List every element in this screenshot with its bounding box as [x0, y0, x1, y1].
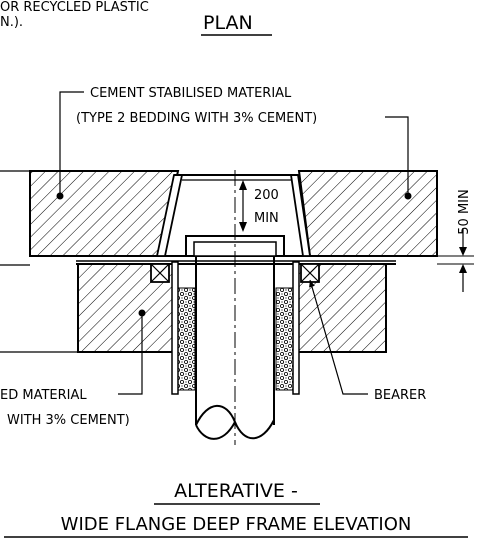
frame-leg-right	[292, 261, 300, 395]
drawing-title-line-1: ALTERATIVE -	[174, 480, 298, 502]
cement-label-top-line-1: CEMENT STABILISED MATERIAL	[90, 86, 292, 101]
bearer-label: BEARER	[374, 388, 426, 403]
leader-cement-bottom	[118, 313, 143, 395]
dim-50-min: 50 MIN	[457, 189, 472, 234]
bearer-left	[150, 263, 170, 283]
bearer-right	[300, 263, 320, 283]
cement-label-bottom-line-1: ED MATERIAL	[0, 388, 87, 403]
dim-200-value: 200	[254, 188, 279, 203]
top-note-fragment-2: N.).	[0, 15, 23, 30]
frame-leg-left	[171, 261, 179, 395]
top-note-fragment-1: OR RECYCLED PLASTIC	[0, 0, 149, 15]
leader-cement-right	[385, 116, 409, 196]
dim-200-min: MIN	[254, 211, 279, 226]
leader-dot-bottom	[138, 309, 146, 317]
cement-label-bottom-line-2: WITH 3% CEMENT)	[7, 413, 130, 428]
leader-cement-left	[59, 91, 84, 196]
drawing-title-line-2: WIDE FLANGE DEEP FRAME ELEVATION	[61, 514, 412, 535]
plan-title: PLAN	[203, 12, 253, 34]
cement-label-top-line-2: (TYPE 2 BEDDING WITH 3% CEMENT)	[76, 111, 317, 126]
upper-cement-slab-right	[297, 170, 438, 257]
upper-cement-slab-left	[29, 170, 180, 257]
leader-bearer	[309, 279, 368, 395]
